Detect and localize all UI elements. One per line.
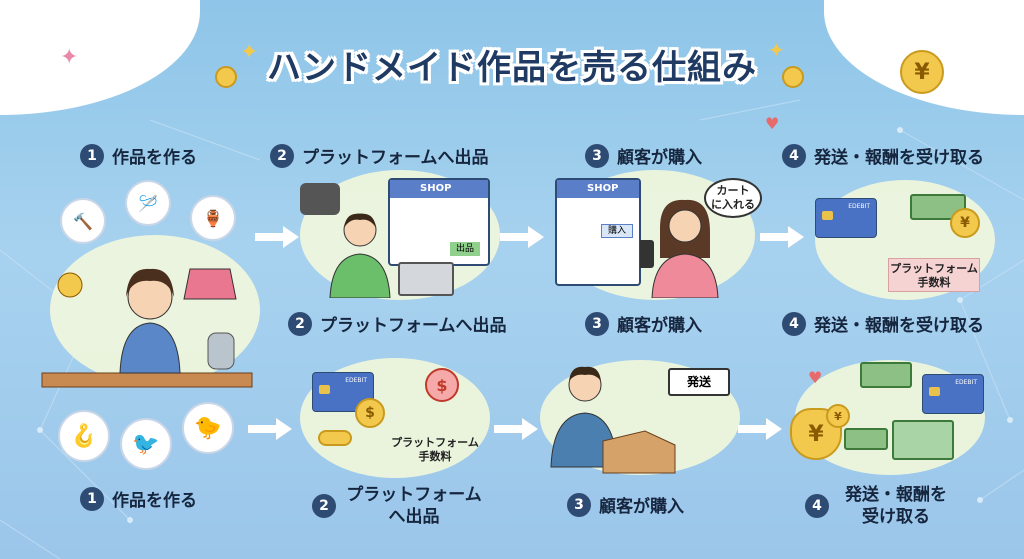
packer-illustration [550, 366, 676, 474]
step-number: 4 [782, 143, 806, 168]
step-number: 3 [585, 143, 609, 168]
bird-figurine-icon: 🐦 [120, 418, 172, 470]
step-label: プラットフォームへ出品 [320, 316, 507, 336]
hammer-icon: 🔨 [60, 198, 106, 244]
crafter-illustration [41, 268, 253, 388]
credit-card-icon: EDEBIT [815, 198, 877, 238]
step-label: プラットフォームへ出品 [346, 485, 482, 527]
step-number: 1 [80, 143, 104, 168]
sparkle-icon: ✦ [240, 40, 259, 65]
step-label: 発送・報酬を受け取る [814, 148, 984, 168]
sparkle-icon: ✦ [768, 38, 785, 62]
shop-title-bar: SHOP [390, 180, 488, 198]
step-label: 顧客が購入 [599, 497, 684, 517]
coin-icon [215, 66, 237, 88]
banknote-icon [860, 362, 912, 388]
wooden-bird-icon: 🐤 [182, 402, 234, 454]
dollar-coin-icon: $ [355, 398, 385, 428]
bottom-step-4: 4 発送・報酬を受け取る [805, 484, 975, 528]
step-label: 作品を作る [112, 491, 197, 511]
card-label: EDEBIT [345, 377, 367, 384]
laptop-icon [398, 262, 454, 296]
step-label: 顧客が購入 [617, 316, 702, 336]
listing-button: 出品 [450, 242, 480, 256]
flow-arrow-icon [760, 226, 804, 248]
earrings-icon: 🪝 [58, 410, 110, 462]
flow-arrow-icon [500, 226, 544, 248]
coin-icon [782, 66, 804, 88]
shop-product-window: SHOP 購入 [555, 178, 641, 286]
step-number: 3 [567, 492, 591, 517]
yen-coin-icon: ¥ [950, 208, 980, 238]
flow-arrow-icon [255, 226, 299, 248]
needle-icon: 🪡 [125, 180, 171, 226]
top-step-4: 4 発送・報酬を受け取る [782, 143, 984, 168]
yen-coin-icon: ¥ [900, 50, 944, 94]
shop-listing-window: SHOP 出品 [388, 178, 490, 266]
bottom-step-1: 1 作品を作る [80, 486, 197, 511]
step-number: 3 [585, 311, 609, 336]
step-number: 2 [270, 143, 294, 168]
banknote-stack-icon [844, 428, 888, 450]
step-label: 作品を作る [112, 148, 197, 168]
credit-card-icon: EDEBIT [922, 374, 984, 414]
step-label: 発送・報酬を受け取る [845, 485, 947, 527]
page-title: ハンドメイド作品を売る仕組み [267, 48, 757, 88]
mid-step-2: 2 プラットフォームへ出品 [288, 311, 507, 336]
top-step-3: 3 顧客が購入 [585, 143, 702, 168]
step-number: 2 [312, 494, 336, 518]
camera-icon [300, 183, 340, 215]
top-step-1: 1 作品を作る [80, 143, 197, 168]
step-label: 顧客が購入 [617, 148, 702, 168]
top-step-2: 2 プラットフォームへ出品 [270, 143, 489, 168]
mid-step-4: 4 発送・報酬を受け取る [782, 311, 984, 336]
customer-illustration [640, 199, 719, 298]
seller-illustration [329, 213, 391, 298]
step-label: 発送・報酬を受け取る [814, 316, 984, 336]
shop-title-bar: SHOP [557, 180, 639, 198]
money-bag-small-icon: ¥ [826, 404, 850, 428]
flow-arrow-icon [248, 418, 292, 440]
money-bag-icon: ¥ [790, 408, 842, 460]
heart-icon: ♥ [808, 368, 823, 387]
flow-arrow-icon [494, 418, 538, 440]
step-label: プラットフォームへ出品 [302, 148, 489, 168]
card-label: EDEBIT [955, 379, 977, 386]
wallet-icon [892, 420, 954, 460]
vase-icon: 🏺 [190, 195, 236, 241]
delivery-truck-icon: 発送 [668, 368, 730, 396]
platform-fee-label: プラットフォーム 手数料 [391, 436, 479, 463]
coin-stack-icon [318, 430, 352, 446]
buy-button: 購入 [601, 224, 633, 238]
heart-icon: ♥ [765, 114, 780, 133]
step-number: 2 [288, 311, 312, 336]
bottom-step-2: 2 プラットフォームへ出品 [312, 484, 492, 528]
step-number: 4 [805, 494, 829, 518]
card-label: EDEBIT [848, 203, 870, 210]
mid-step-3: 3 顧客が購入 [585, 311, 702, 336]
bottom-step-3: 3 顧客が購入 [567, 492, 684, 517]
dollar-fee-icon: $ [425, 368, 459, 402]
flow-arrow-icon [738, 418, 782, 440]
cart-speech-bubble: カート に入れる [704, 178, 762, 218]
platform-fee-box: プラットフォーム 手数料 [888, 258, 980, 292]
sparkle-icon: ✦ [60, 45, 79, 70]
step-number: 1 [80, 486, 104, 511]
step-number: 4 [782, 311, 806, 336]
